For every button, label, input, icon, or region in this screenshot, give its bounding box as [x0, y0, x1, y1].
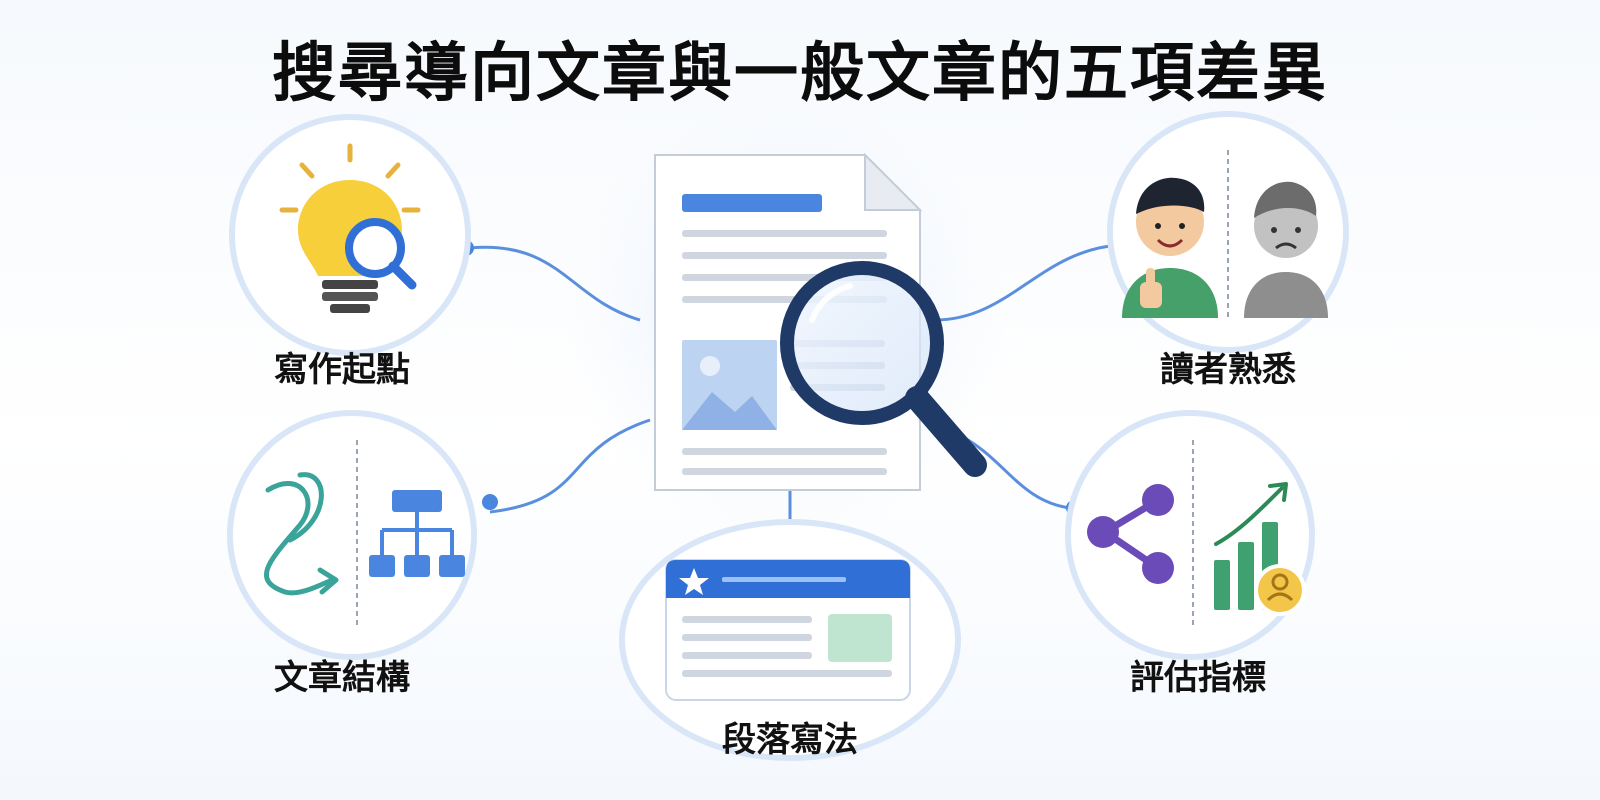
- node-writing-start: [229, 114, 471, 356]
- page-title: 搜尋導向文章與一般文章的五項差異: [272, 37, 1328, 111]
- connector-top-left: [469, 245, 641, 322]
- winding-path-vs-hierarchy-icon: [263, 440, 465, 625]
- item-label-paragraph-writing: 段落寫法: [722, 720, 858, 760]
- item-label-article-structure: 文章結構: [274, 658, 410, 698]
- node-evaluation-metrics: [1065, 410, 1315, 660]
- node-article-structure: [227, 410, 477, 660]
- item-label-writing-start: 寫作起點: [274, 350, 410, 390]
- node-reader-familiarity: [1107, 111, 1349, 353]
- connector-top-right: [934, 243, 1121, 322]
- item-label-reader-familiarity: 讀者熟悉: [1160, 350, 1296, 390]
- node-paragraph-writing: [619, 519, 961, 761]
- item-label-evaluation-metrics: 評估指標: [1130, 658, 1266, 698]
- featured-snippet-card-icon: [665, 559, 911, 701]
- document-magnifier-icon: [654, 152, 987, 491]
- happy-vs-confused-reader-icon: [1122, 150, 1328, 318]
- lightbulb-search-icon: [279, 143, 421, 313]
- share-and-growth-chart-icon: [1087, 440, 1306, 625]
- connector-bottom-left: [489, 418, 651, 514]
